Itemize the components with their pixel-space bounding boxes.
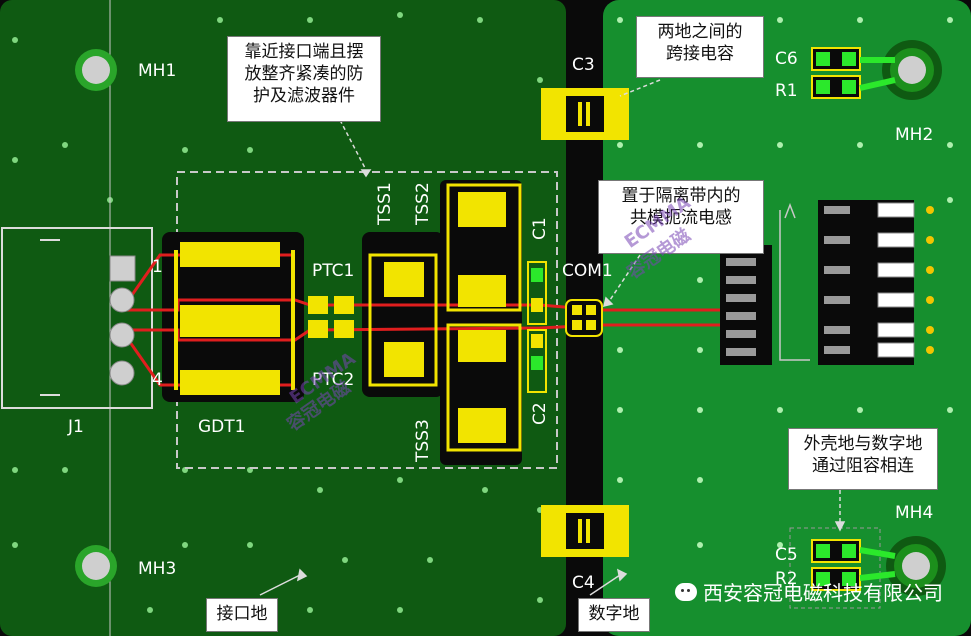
company-footer: 西安容冠电磁科技有限公司 [675,577,943,606]
label-c2: C2 [530,402,550,425]
callout-digital-ground: 数字地 [578,598,650,632]
label-pin1: 1 [152,257,163,277]
vias-left [12,12,543,613]
wechat-icon [675,582,697,601]
label-mh2: MH2 [895,125,933,145]
callout-protection: 靠近接口端且摆 放整齐紧凑的防 护及滤波器件 [227,36,381,122]
label-tss3: TSS3 [413,419,433,463]
label-gdt1: GDT1 [198,417,245,437]
label-com1: COM1 [562,261,613,281]
label-r1: R1 [775,81,798,101]
vias-right [617,17,953,548]
callout-bridge-cap: 两地之间的 跨接电容 [636,16,764,78]
label-tss1: TSS1 [375,182,395,226]
label-c1: C1 [530,217,550,240]
callout-chassis-link: 外壳地与数字地 通过阻容相连 [788,428,938,490]
ptc-pads [308,296,354,338]
label-j1: J1 [67,417,84,437]
label-c6: C6 [775,49,798,69]
callout-inductor: 置于隔离带内的 共模扼流电感 [598,180,764,254]
label-c3: C3 [572,55,595,75]
gdt1-pads [180,242,280,395]
label-tss2: TSS2 [413,182,433,226]
company-name: 西安容冠电磁科技有限公司 [703,581,943,605]
label-mh4: MH4 [895,503,933,523]
label-c4: C4 [572,573,595,593]
label-ptc2: PTC2 [312,370,354,390]
label-mh1: MH1 [138,61,176,81]
connector-j1-outline [1,227,153,409]
label-mh3: MH3 [138,559,176,579]
callout-interface-ground: 接口地 [206,598,278,632]
label-r2: R2 [775,569,798,589]
label-pin4: 4 [152,370,163,390]
label-ptc1: PTC1 [312,261,354,281]
label-c5: C5 [775,545,798,565]
mounting-hole-icon [75,40,946,596]
